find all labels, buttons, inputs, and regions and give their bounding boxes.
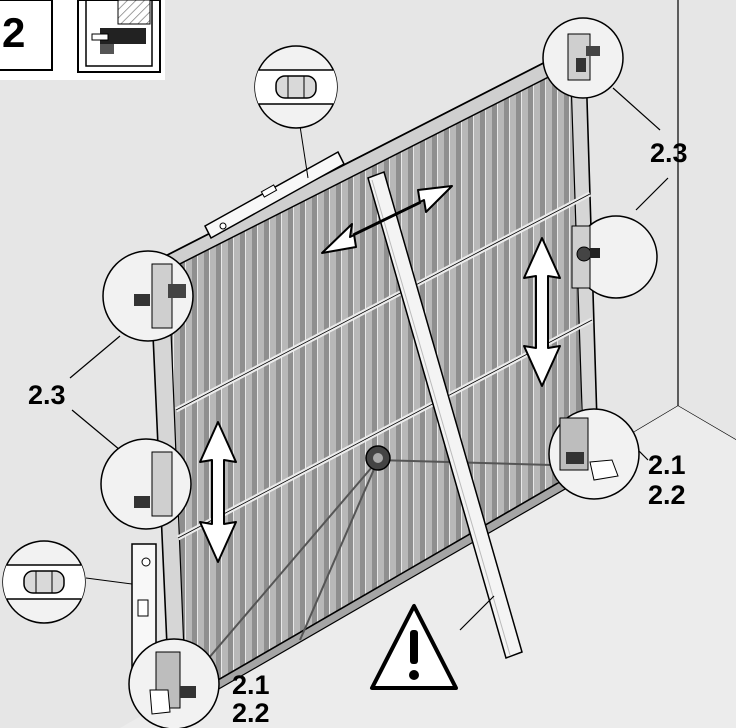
- arrow-vertical-right: [523, 237, 561, 387]
- header-thumbnail: [77, 0, 161, 73]
- warning-triangle-icon: [370, 595, 495, 690]
- detail-circle-top-left: [102, 250, 194, 342]
- detail-circle-bottom-left: [128, 638, 220, 728]
- spirit-level-icon: [2, 540, 86, 624]
- callout-2-3-left: 2.3: [28, 380, 66, 410]
- detail-circle-mid-right: [571, 215, 658, 299]
- detail-circle-top-right: [542, 17, 624, 99]
- arrow-horizontal: [321, 185, 453, 254]
- callout-2-1-left: 2.1: [232, 670, 270, 700]
- arrow-vertical-left: [199, 421, 237, 563]
- step-number: 2: [2, 9, 26, 56]
- detail-circle-mid-left: [100, 438, 192, 530]
- detail-circle-bottom-right: [548, 408, 640, 500]
- callout-2-1-right: 2.1: [648, 450, 686, 480]
- spirit-level-top: [204, 125, 345, 240]
- step-number-box: [0, 0, 53, 71]
- tensioner-knob: [365, 445, 391, 471]
- callout-2-2-right: 2.2: [648, 480, 686, 510]
- callout-2-2-left: 2.2: [232, 698, 270, 728]
- spirit-level-icon: [254, 45, 338, 129]
- support-prop: [367, 171, 523, 659]
- callout-2-3-top-right: 2.3: [650, 138, 688, 168]
